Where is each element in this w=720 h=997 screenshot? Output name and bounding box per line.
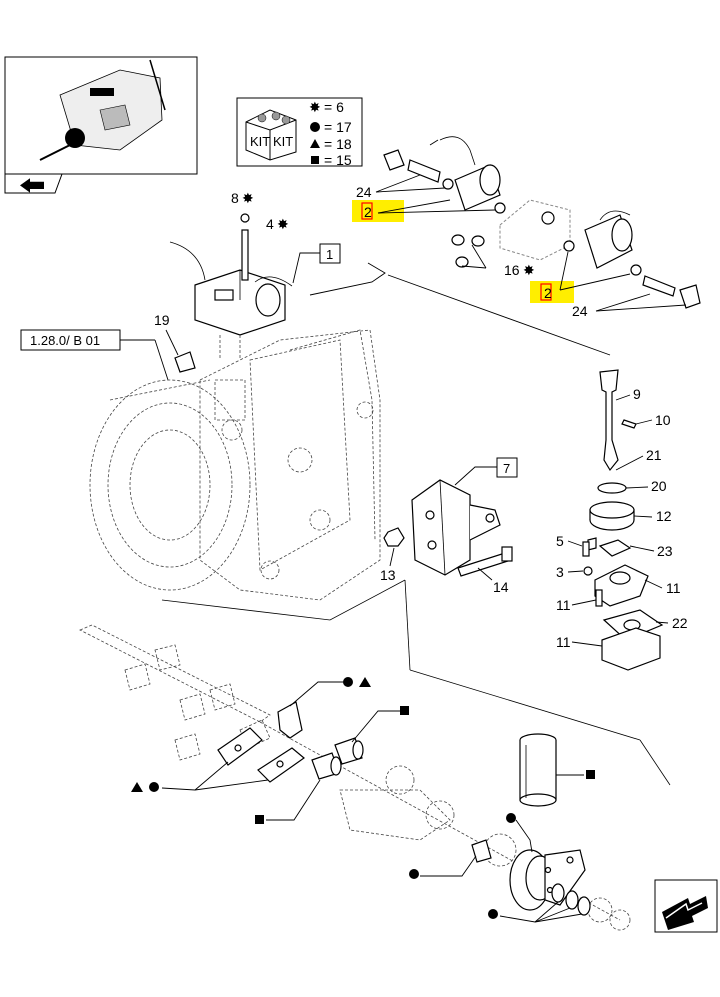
ref-box-1[interactable]	[319, 243, 341, 264]
square-icon	[400, 706, 409, 715]
transmission-thumbnail-icon	[39, 59, 166, 161]
nut-13	[383, 527, 405, 547]
star-icon: ✸	[309, 99, 321, 115]
star-icon: ✸	[277, 216, 289, 232]
square-icon	[255, 815, 264, 824]
kit-box-icon: KIT KIT	[245, 109, 297, 161]
triangle-icon	[131, 782, 143, 792]
bushings	[311, 737, 364, 780]
kit-legend-star-text: = 6	[324, 99, 344, 115]
hub-assembly	[471, 839, 591, 916]
valve-assembly	[169, 213, 293, 360]
callout-5: 5	[556, 533, 564, 549]
circle-icon	[488, 909, 498, 919]
callout-11-left: 11	[556, 597, 571, 613]
callout-2-bottom: 2	[544, 285, 552, 301]
callout-24-bottom: 24	[572, 303, 588, 319]
circle-icon	[343, 677, 353, 687]
callout-9: 9	[633, 386, 641, 402]
callout-24-top: 24	[356, 184, 372, 200]
callout-16: 16	[504, 262, 520, 278]
callout-12: 12	[656, 508, 672, 524]
callout-11-right: 11	[666, 580, 681, 596]
ref-box-7[interactable]	[496, 457, 518, 478]
callout-2-top: 2	[364, 204, 372, 220]
star-icon: ✸	[523, 262, 535, 278]
lower-shaft-dashed	[79, 624, 631, 931]
square-icon	[311, 156, 319, 164]
circle-icon	[409, 869, 419, 879]
callout-3: 3	[556, 564, 564, 580]
ref-box-1-label: 1	[326, 247, 333, 262]
friction-pads	[217, 701, 305, 783]
triangle-icon	[310, 139, 320, 148]
callout-19: 19	[154, 312, 170, 328]
callout-13: 13	[380, 567, 396, 583]
callout-22: 22	[672, 615, 688, 631]
highlight-box-2-bottom	[540, 283, 552, 301]
circle-icon	[310, 122, 320, 132]
transmission-housing	[89, 329, 381, 601]
kit-legend-triangle-text: = 18	[324, 136, 352, 152]
selector-shaft-assembly	[582, 369, 664, 671]
callout-14: 14	[493, 579, 509, 595]
sleeve	[519, 733, 557, 807]
reference-link-label: 1.28.0/ B 01	[30, 333, 100, 348]
fitting-19	[174, 351, 196, 373]
circle-icon	[149, 782, 159, 792]
callout-8: 8	[231, 190, 239, 206]
callout-10: 10	[655, 412, 671, 428]
highlight-callout-2-top	[352, 200, 404, 222]
callout-11-bottom: 11	[556, 634, 571, 650]
arrow-prev-icon[interactable]	[4, 173, 63, 194]
kit-legend: KIT KIT ✸ = 6 = 17 = 18 = 15	[236, 97, 363, 168]
callout-21: 21	[646, 447, 662, 463]
solenoid-exploded-group	[383, 136, 701, 309]
circle-icon	[506, 813, 516, 823]
highlight-callout-2-bottom	[530, 281, 574, 303]
highlight-box-2-top	[361, 202, 373, 220]
kit-label-left: KIT	[250, 134, 270, 149]
kit-label-right: KIT	[273, 134, 293, 149]
bracket-assembly-7	[411, 479, 501, 576]
leader-lines-solenoid	[375, 174, 687, 312]
callout-20: 20	[651, 478, 667, 494]
arrow-next-icon[interactable]	[654, 879, 718, 933]
kit-legend-square-text: = 15	[324, 152, 352, 168]
callout-23: 23	[657, 543, 673, 559]
callout-4: 4	[266, 216, 274, 232]
square-icon	[586, 770, 595, 779]
ref-box-7-label: 7	[503, 461, 510, 476]
triangle-icon	[359, 677, 371, 687]
kit-legend-circle-text: = 17	[324, 119, 352, 135]
star-icon: ✸	[242, 190, 254, 206]
overview-thumbnail[interactable]	[4, 56, 198, 175]
